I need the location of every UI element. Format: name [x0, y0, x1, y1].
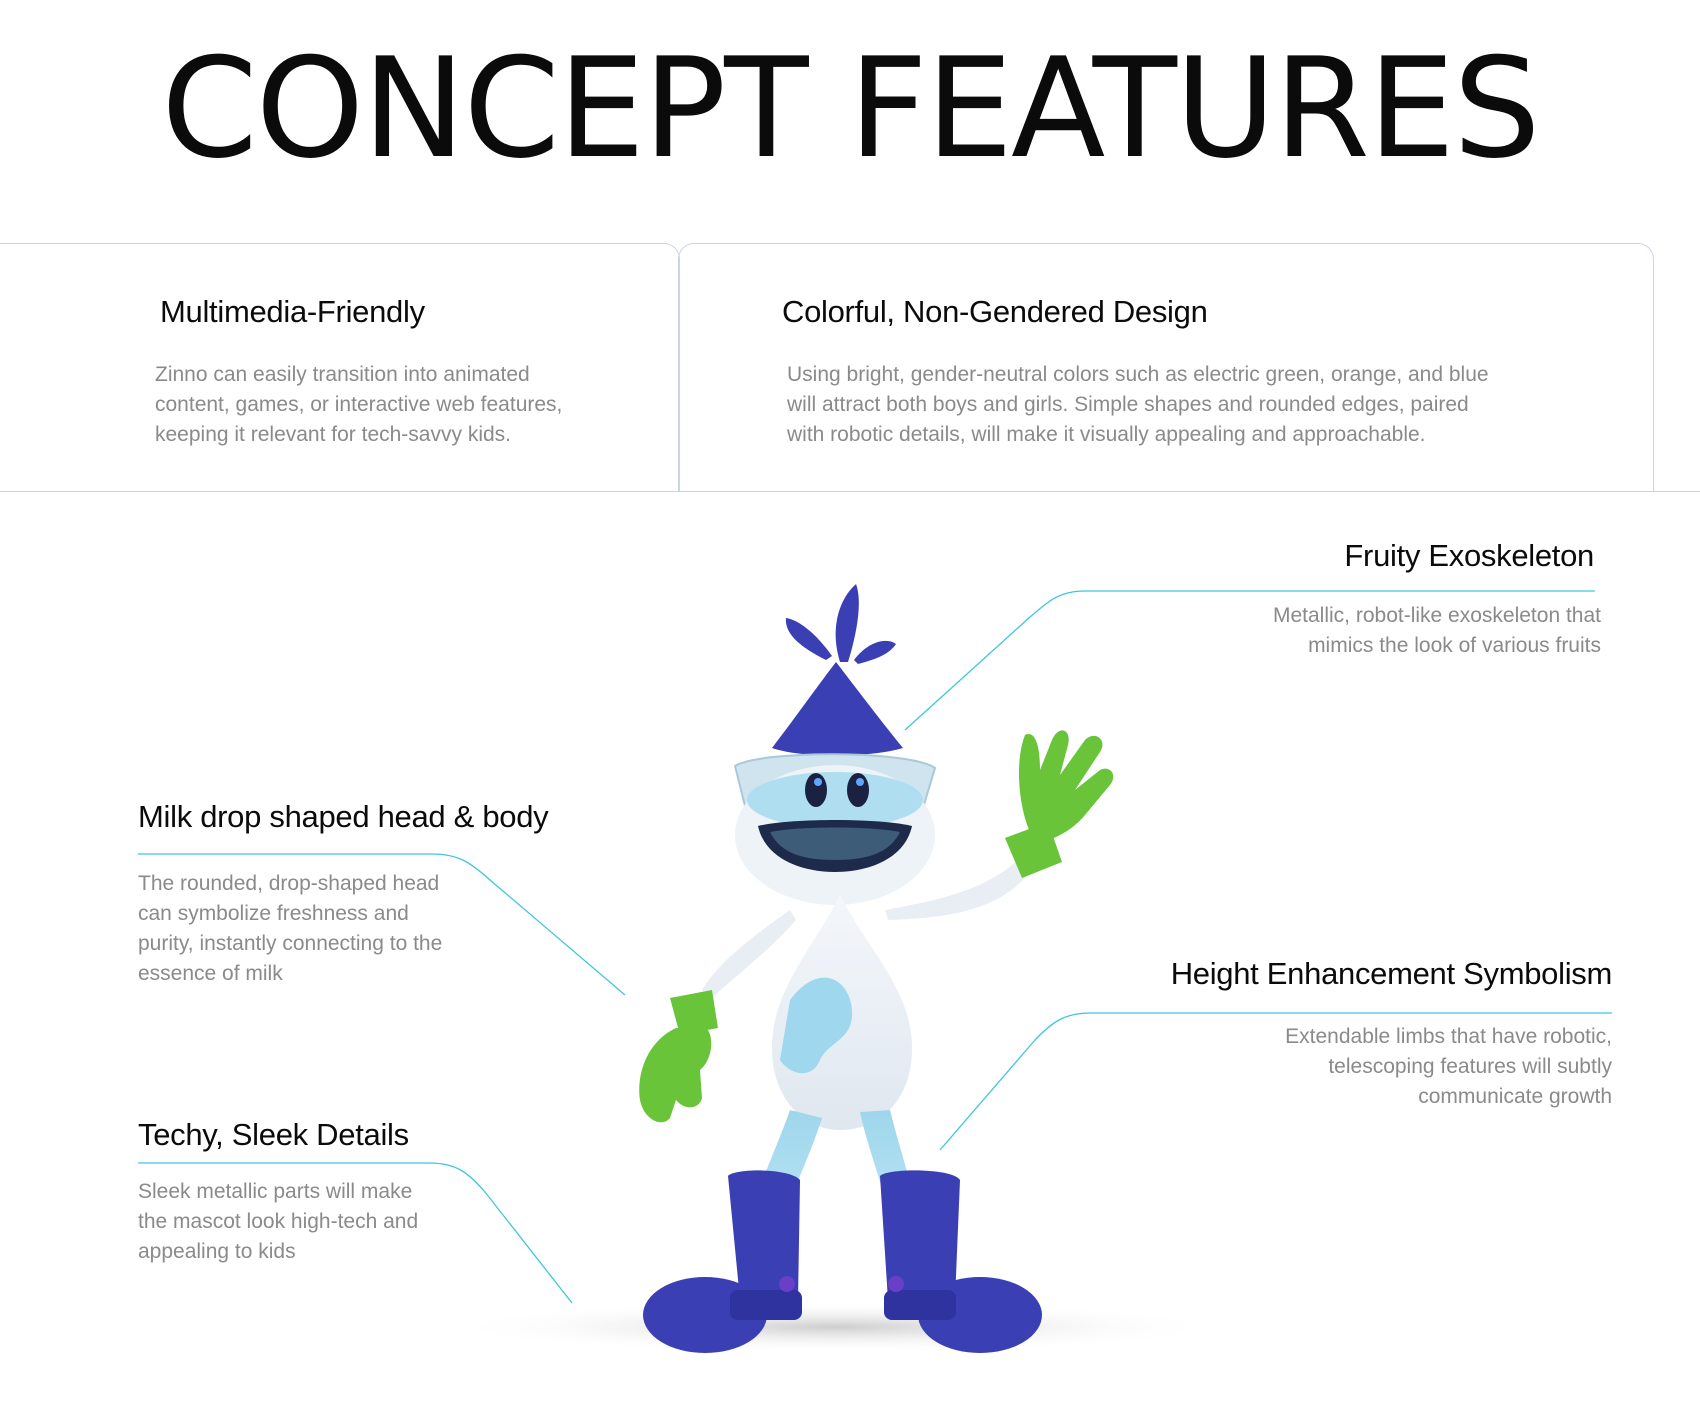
right-boot	[880, 1170, 1042, 1353]
left-arm	[702, 910, 796, 998]
left-glove	[639, 1028, 712, 1123]
height-text: Extendable limbs that have robotic, tele…	[1285, 1025, 1612, 1108]
connector-techy	[138, 1162, 573, 1304]
connector-lines	[138, 590, 1612, 1304]
multimedia-heading: Multimedia-Friendly	[160, 294, 425, 329]
left-eye	[805, 773, 827, 807]
right-glove	[1018, 730, 1114, 842]
page-title: CONCEPT FEATURES	[161, 28, 1540, 189]
feature-card-multimedia	[0, 243, 680, 492]
techy-text: Sleek metallic parts will make the masco…	[138, 1180, 419, 1263]
right-arm	[885, 860, 1030, 920]
left-cuff	[670, 990, 718, 1035]
techy-heading: Techy, Sleek Details	[138, 1117, 409, 1152]
ground-shadow	[445, 1301, 1225, 1353]
colorful-heading: Colorful, Non-Gendered Design	[782, 294, 1208, 329]
band-bottom-divider	[0, 491, 1700, 492]
height-heading: Height Enhancement Symbolism	[1170, 956, 1613, 991]
connector-milk	[138, 853, 626, 996]
right-eye	[847, 773, 869, 807]
fruity-heading: Fruity Exoskeleton	[1344, 538, 1594, 573]
colorful-text: Using bright, gender-neutral colors such…	[787, 363, 1489, 446]
multimedia-text: Zinno can easily transition into animate…	[155, 363, 563, 446]
splash-icon	[785, 584, 896, 664]
left-boot	[643, 1170, 802, 1353]
cone-hat	[772, 662, 903, 756]
fruity-text: Metallic, robot-like exoskeleton that mi…	[1273, 604, 1601, 657]
milk-heading: Milk drop shaped head & body	[138, 799, 549, 834]
connector-height	[939, 1012, 1612, 1151]
feature-card-colorful	[678, 243, 1654, 492]
milk-text: The rounded, drop-shaped head can symbol…	[138, 872, 443, 985]
connector-fruity	[904, 590, 1595, 731]
